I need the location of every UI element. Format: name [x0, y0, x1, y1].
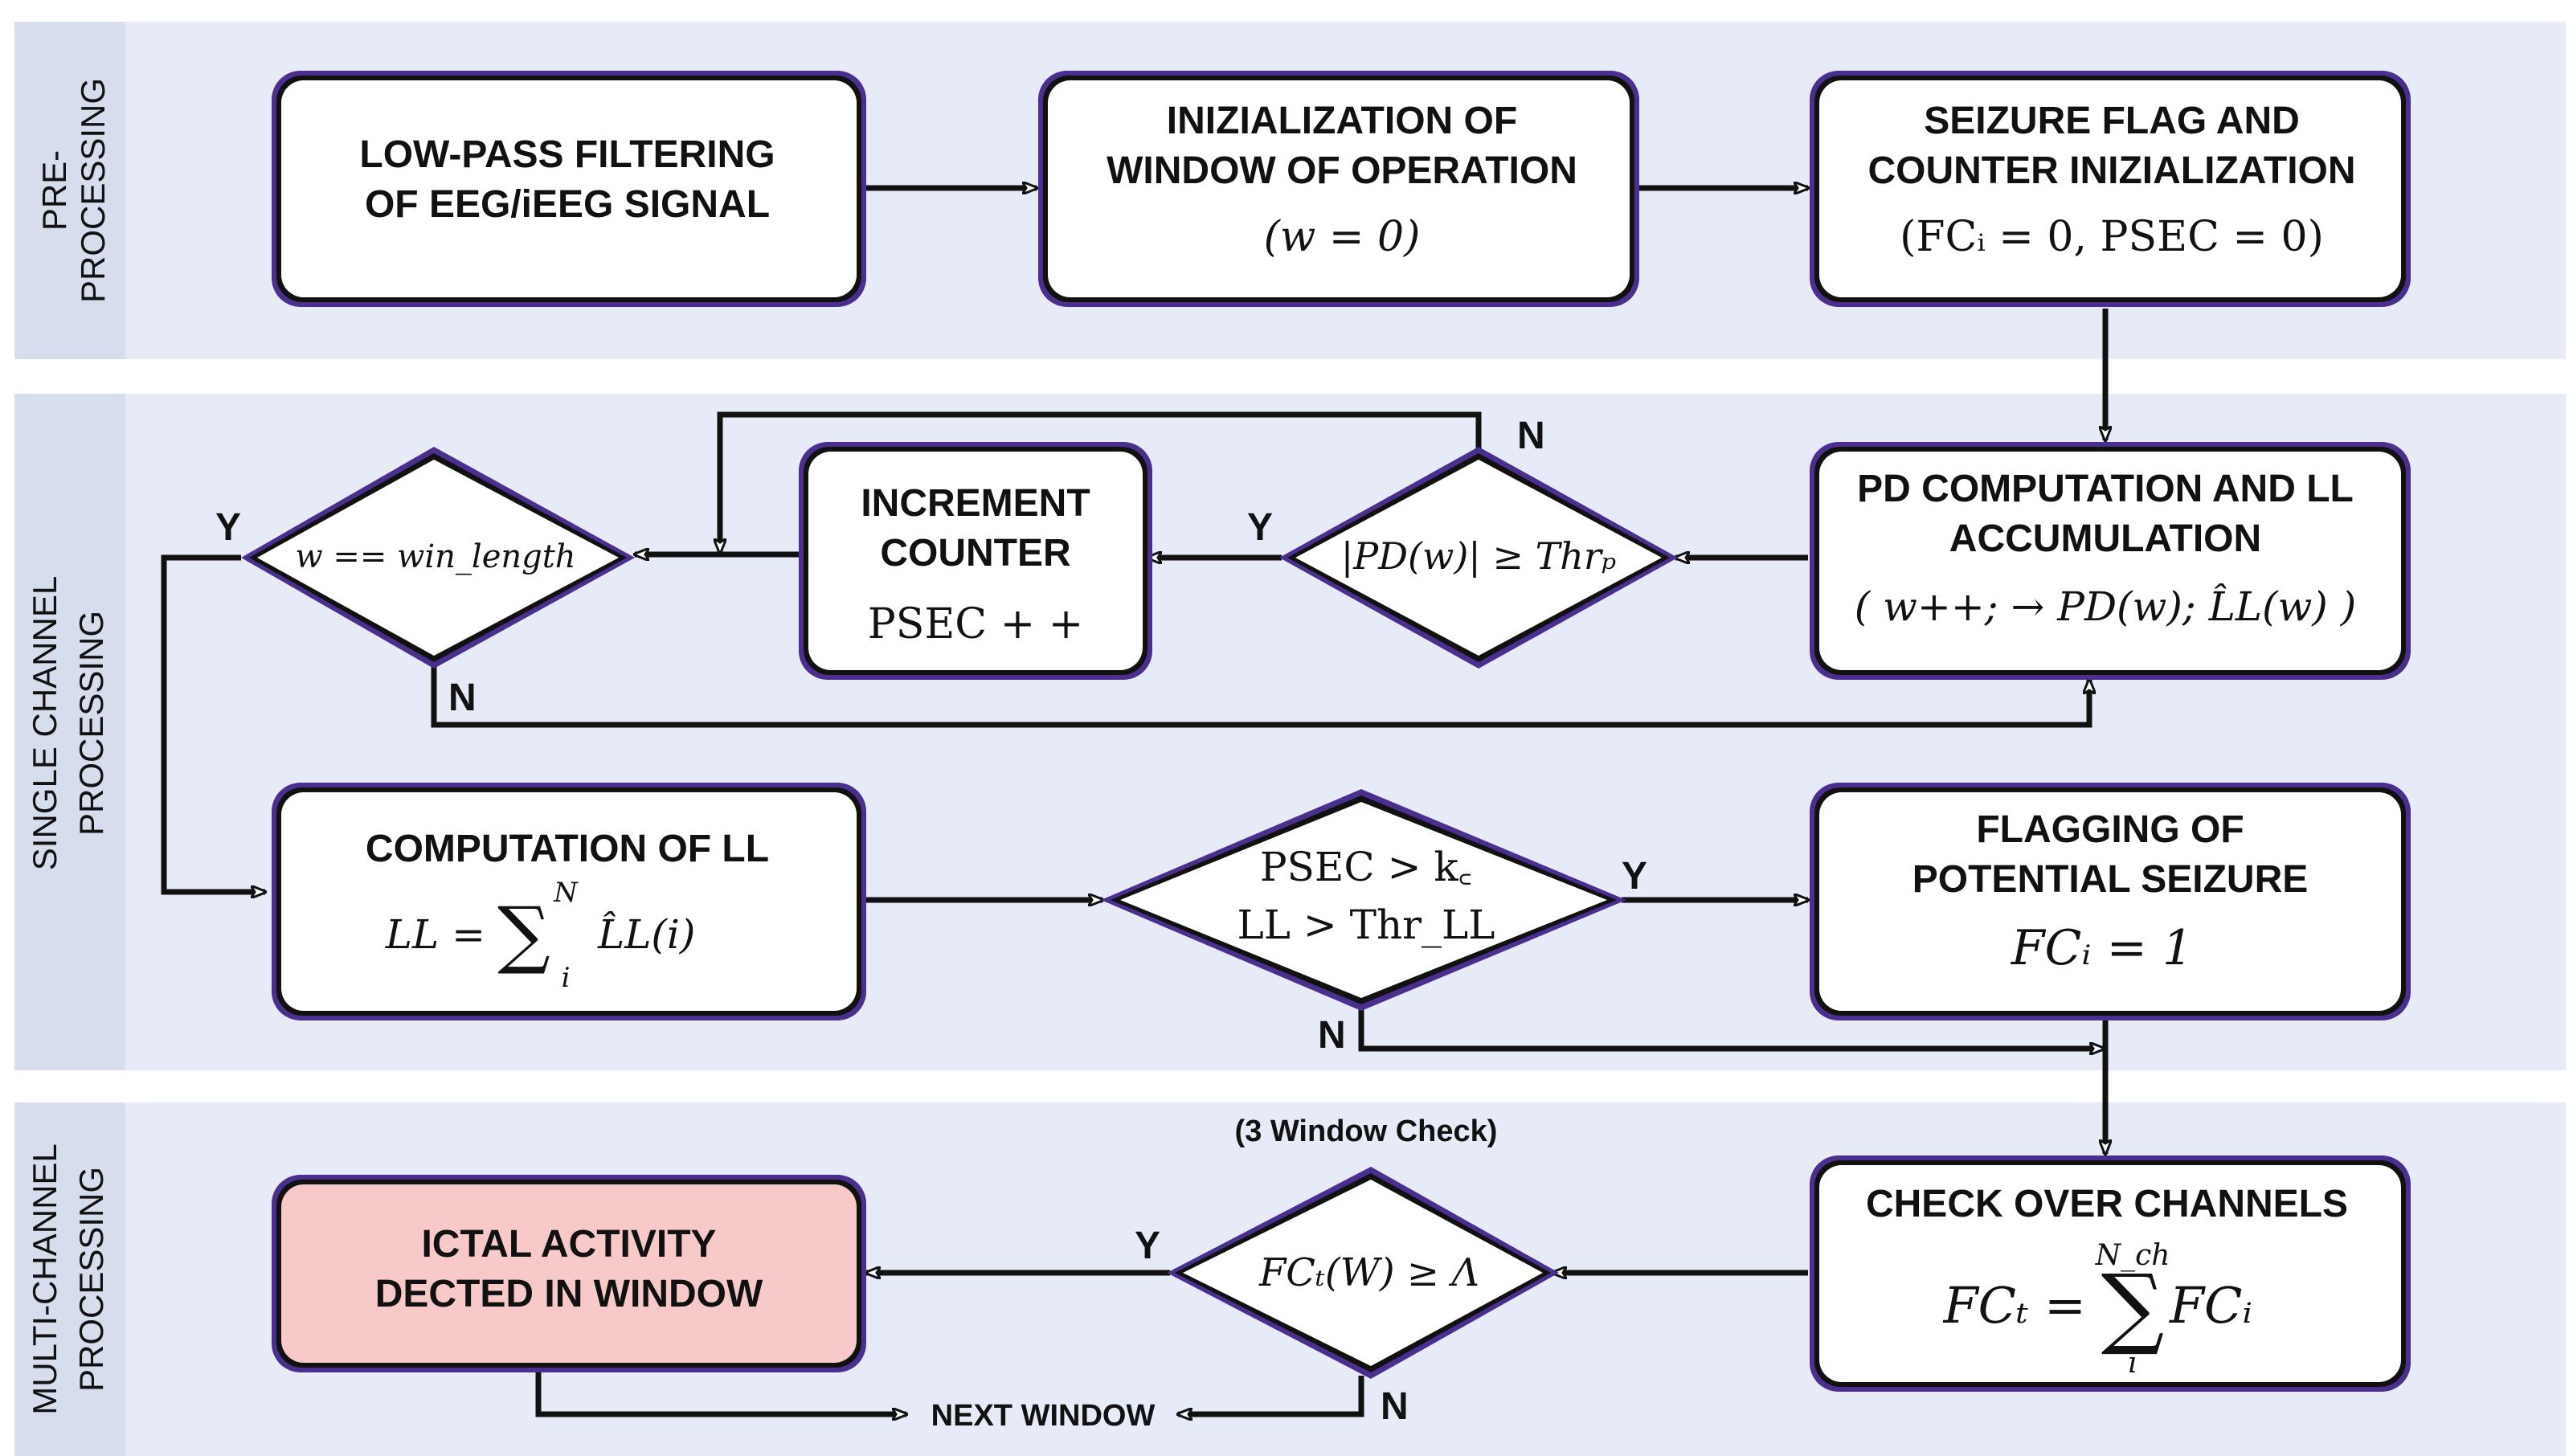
decision-fc-lambda: FCₜ(W) ≥ Λ	[1167, 1167, 1559, 1379]
arrow-ictal-to-next-window	[535, 1372, 906, 1414]
pd-computation-math: ( w++; → PD(w); L̂L(w) )	[1855, 583, 2356, 630]
flagging-math: FCᵢ = 1	[2011, 920, 2193, 976]
seizure-flag-math: (FCᵢ = 0, PSEC = 0)	[1900, 213, 2324, 261]
label-no-pd-threshold: N	[1517, 415, 1545, 457]
computation-ll-lhs: LL =	[385, 911, 485, 958]
node-increment-counter: INCREMENT COUNTER PSEC + +	[799, 442, 1152, 680]
three-window-check-label: (3 Window Check)	[1235, 1114, 1498, 1148]
label-no-psec-ll: N	[1318, 1014, 1346, 1057]
label-yes-psec-ll: Y	[1622, 855, 1647, 898]
check-channels-sum-sign: ∑	[2101, 1255, 2165, 1358]
label-no-win-length: N	[448, 677, 477, 719]
computation-ll-sum-top: N	[553, 877, 579, 909]
label-no-fc-lambda: N	[1381, 1385, 1409, 1428]
increment-counter-line1: INCREMENT	[861, 482, 1090, 525]
arrow-winlength-no-to-pd	[431, 664, 2089, 728]
check-channels-lhs: FCₜ =	[1943, 1276, 2086, 1335]
psec-ll-line1: PSEC > k꜀	[1260, 844, 1472, 890]
node-seizure-flag: SEIZURE FLAG AND COUNTER INIZIALIZATION …	[1810, 71, 2411, 307]
node-pd-computation: PD COMPUTATION AND LL ACCUMULATION ( w++…	[1810, 442, 2411, 680]
node-ictal-activity: ICTAL ACTIVITY DECTED IN WINDOW	[272, 1175, 866, 1372]
decision-psec-ll: PSEC > k꜀ LL > Thr_LL	[1101, 789, 1626, 1011]
connectors	[161, 188, 2105, 1414]
pd-computation-line2: ACCUMULATION	[1949, 517, 2261, 560]
arrow-winlength-yes-to-computation	[161, 554, 265, 892]
lowpass-line2: OF EEG/iEEG SIGNAL	[365, 183, 770, 226]
label-yes-win-length: Y	[215, 506, 241, 549]
check-channels-sum-bottom: i	[2128, 1347, 2137, 1380]
band-label-single-line1: SINGLE CHANNEL	[26, 576, 63, 870]
computation-ll-title: COMPUTATION OF LL	[366, 828, 769, 870]
psec-ll-line2: LL > Thr_LL	[1237, 902, 1495, 948]
increment-counter-math: PSEC + +	[868, 600, 1084, 648]
seizure-flag-line2: COUNTER INIZIALIZATION	[1867, 149, 2355, 192]
arrow-fc-no-to-next-window	[1178, 1376, 1364, 1414]
check-channels-sum-top: N_ch	[2095, 1239, 2170, 1272]
computation-ll-rhs: L̂L(i)	[597, 910, 695, 958]
lowpass-line1: LOW-PASS FILTERING	[359, 133, 775, 176]
ictal-line2: DECTED IN WINDOW	[375, 1273, 763, 1315]
increment-counter-line2: COUNTER	[880, 532, 1070, 575]
win-length-text: w == win_length	[295, 538, 575, 575]
node-check-channels: CHECK OVER CHANNELS FCₜ = ∑ N_ch i FCᵢ	[1810, 1155, 2411, 1392]
check-channels-rhs: FCᵢ	[2169, 1276, 2252, 1335]
node-lowpass: LOW-PASS FILTERING OF EEG/iEEG SIGNAL	[272, 71, 866, 307]
label-yes-fc-lambda: Y	[1135, 1225, 1160, 1267]
init-window-math: (w = 0)	[1264, 213, 1421, 261]
arrow-psec-no-to-check	[1358, 1008, 2104, 1049]
seizure-flag-line1: SEIZURE FLAG AND	[1924, 100, 2300, 142]
node-computation-ll: COMPUTATION OF LL LL = ∑ N i L̂L(i)	[272, 783, 866, 1020]
ictal-line1: ICTAL ACTIVITY	[421, 1223, 716, 1266]
flagging-line1: FLAGGING OF	[1976, 808, 2244, 851]
init-window-line2: WINDOW OF OPERATION	[1107, 149, 1577, 192]
node-init-window: INIZIALIZATION OF WINDOW OF OPERATION (w…	[1038, 71, 1639, 307]
band-label-multi-line1: MULTI-CHANNEL	[26, 1143, 63, 1415]
band-label-pre-line2: PROCESSING	[74, 78, 112, 303]
check-channels-title: CHECK OVER CHANNELS	[1866, 1183, 2348, 1225]
fc-lambda-text: FCₜ(W) ≥ Λ	[1258, 1250, 1479, 1295]
node-flagging: FLAGGING OF POTENTIAL SEIZURE FCᵢ = 1	[1810, 783, 2411, 1020]
computation-ll-sum-bottom: i	[562, 962, 571, 994]
next-window-label: NEXT WINDOW	[931, 1399, 1156, 1433]
pd-threshold-text: |PD(w)| ≥ Thrₚ	[1341, 534, 1617, 578]
band-label-multi-line2: PROCESSING	[72, 1167, 110, 1392]
band-label-single-line2: PROCESSING	[72, 611, 110, 836]
label-yes-pd-threshold: Y	[1247, 506, 1273, 549]
computation-ll-sum-sign: ∑	[497, 891, 550, 977]
decision-win-length: w == win_length	[241, 447, 635, 669]
arrow-threshold-no-to-winlength	[720, 411, 1482, 553]
flagging-line2: POTENTIAL SEIZURE	[1912, 858, 2309, 901]
decision-pd-threshold: |PD(w)| ≥ Thrₚ	[1279, 447, 1678, 669]
init-window-line1: INIZIALIZATION OF	[1167, 100, 1517, 142]
band-label-pre-line1: PRE-	[35, 150, 73, 231]
pd-computation-line1: PD COMPUTATION AND LL	[1857, 468, 2354, 510]
